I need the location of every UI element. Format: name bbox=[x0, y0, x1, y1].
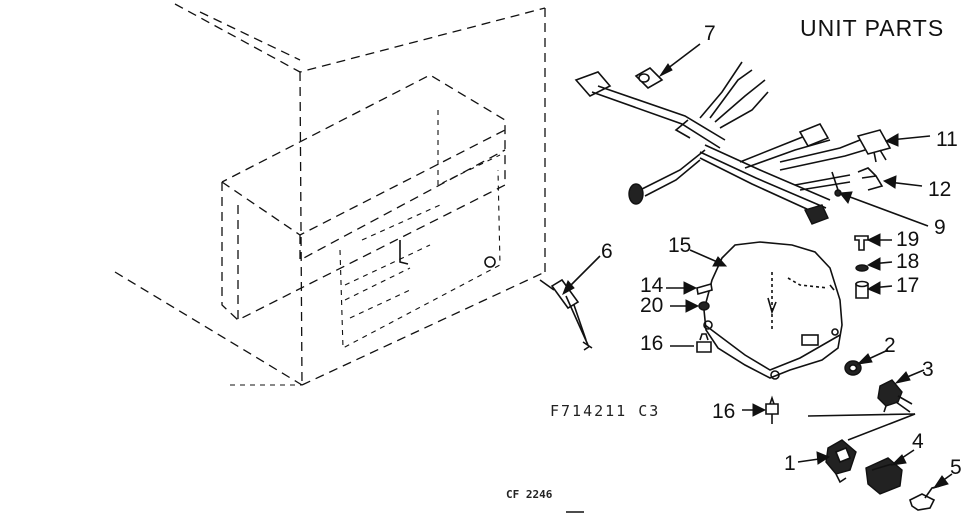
terminal-hardware bbox=[696, 282, 779, 424]
leader-arrows bbox=[562, 43, 953, 489]
bracket-lines bbox=[807, 413, 916, 441]
callout-19: 19 bbox=[896, 228, 919, 251]
drier-assembly bbox=[539, 278, 593, 351]
figure-code-label: CF 2246 bbox=[506, 488, 553, 501]
callout-5: 5 bbox=[950, 456, 962, 479]
callout-15: 15 bbox=[668, 234, 691, 257]
callout-labels: 7 11 12 9 6 15 19 18 17 14 20 16 2 3 16 … bbox=[601, 22, 962, 479]
callout-7: 7 bbox=[704, 22, 716, 45]
compressor bbox=[703, 241, 843, 380]
callout-1: 1 bbox=[784, 452, 796, 475]
wiring-harness bbox=[574, 61, 892, 225]
callout-14: 14 bbox=[640, 274, 664, 297]
callout-16-upper: 16 bbox=[640, 332, 663, 355]
callout-11: 11 bbox=[936, 128, 958, 151]
callout-20: 20 bbox=[640, 294, 663, 317]
callout-4: 4 bbox=[912, 430, 924, 453]
overload-relay-parts bbox=[844, 360, 913, 413]
diagram-title: UNIT PARTS bbox=[800, 15, 944, 41]
callout-12: 12 bbox=[928, 178, 951, 201]
callout-2: 2 bbox=[884, 334, 896, 357]
part-number-label: F714211 C3 bbox=[550, 402, 660, 420]
callout-3: 3 bbox=[922, 358, 934, 381]
callout-18: 18 bbox=[896, 250, 919, 273]
callout-9: 9 bbox=[934, 216, 946, 239]
machine-compartment-outline bbox=[221, 74, 506, 349]
start-relay bbox=[825, 439, 857, 484]
callout-16-lower: 16 bbox=[712, 400, 735, 423]
compressor-mount-hardware bbox=[854, 235, 869, 299]
callout-6: 6 bbox=[601, 240, 613, 263]
relay-clip bbox=[909, 485, 941, 511]
callout-17: 17 bbox=[896, 274, 919, 297]
relay-cover bbox=[865, 457, 903, 495]
refrigerator-cabinet-outline bbox=[114, 3, 546, 386]
